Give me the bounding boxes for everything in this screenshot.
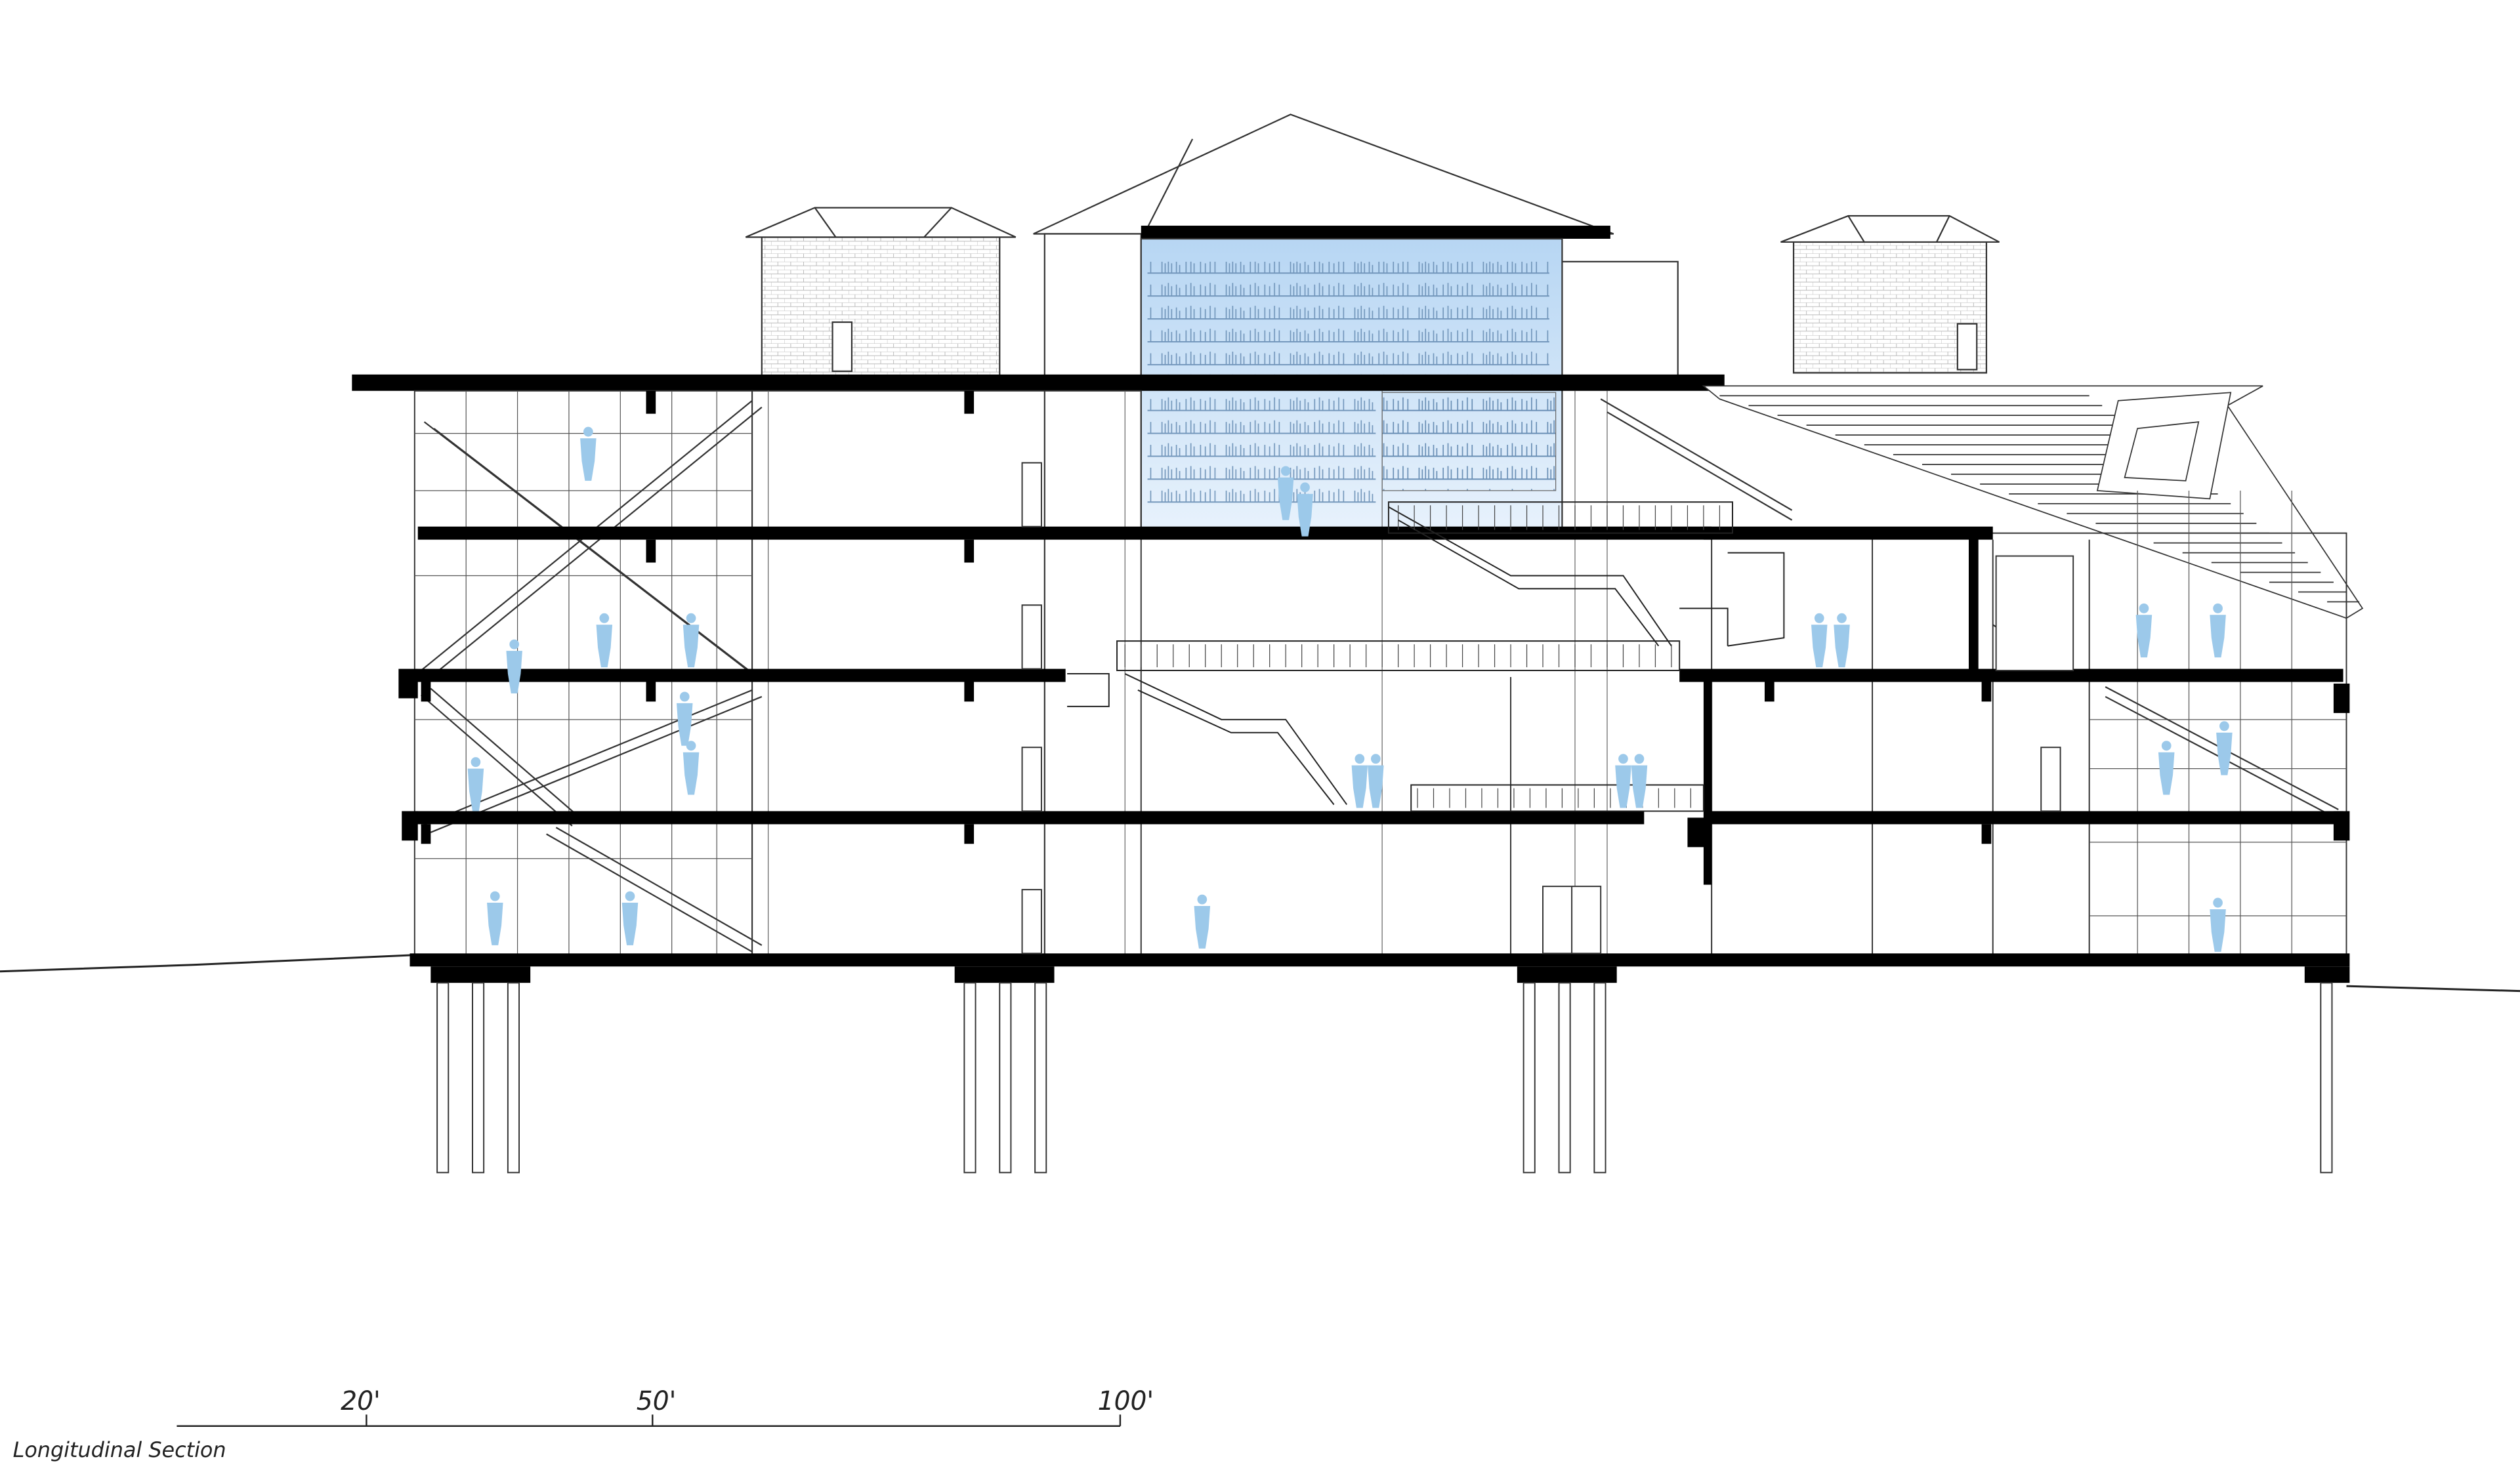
scale-label-50: 50' xyxy=(637,1386,677,1416)
roof-pavilion-left xyxy=(745,207,1017,377)
roof-pavilion-right xyxy=(1780,215,2000,374)
ground-line xyxy=(0,954,2520,993)
foundation-pile-caps xyxy=(430,966,2350,983)
people-silhouettes xyxy=(467,426,2233,952)
foundation-piles xyxy=(436,982,2333,1174)
scale-label-100: 100' xyxy=(1098,1386,1154,1416)
stairs xyxy=(1067,501,1785,812)
drawing-title: Longitudinal Section xyxy=(13,1437,226,1462)
scale-bar xyxy=(177,1414,1122,1427)
roof-slab xyxy=(352,374,1725,391)
sloped-roof xyxy=(1702,385,2364,619)
doors xyxy=(1021,462,2074,955)
scale-label-20: 20' xyxy=(341,1386,381,1416)
stair-balusters xyxy=(1124,505,1721,808)
central-pyramid-roof xyxy=(1033,113,1679,382)
